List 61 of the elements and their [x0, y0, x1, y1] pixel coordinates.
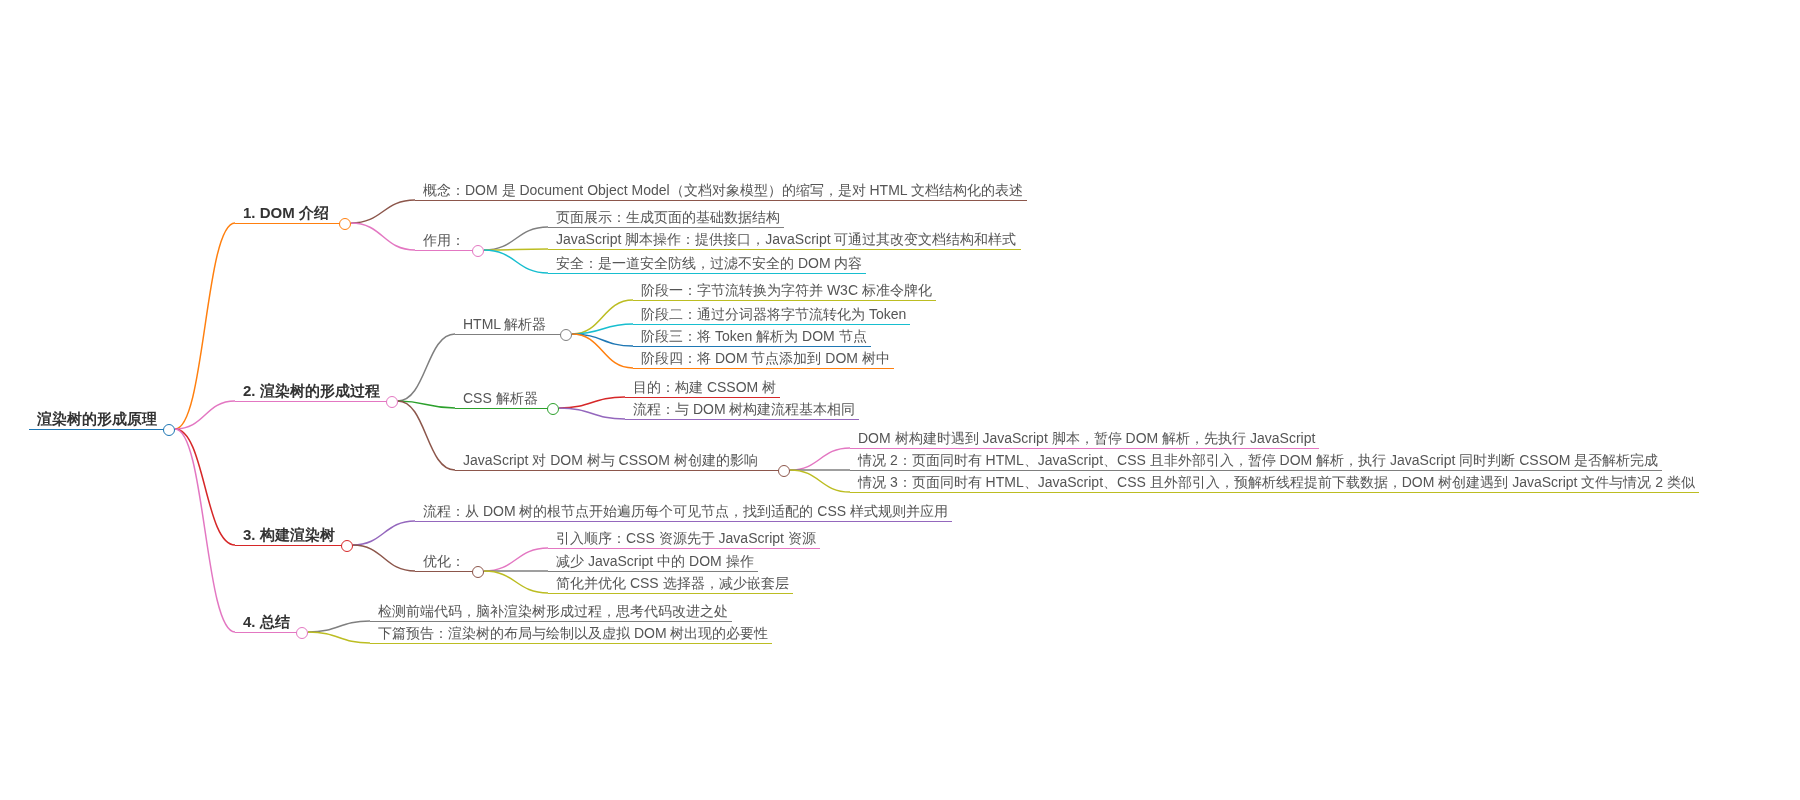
topic-text: 页面展示：生成页面的基础数据结构	[556, 209, 780, 225]
connector	[558, 407, 626, 420]
topic-branch	[633, 327, 871, 347]
connector	[396, 400, 456, 471]
topic-branch	[633, 349, 894, 369]
topic-text: 4. 总结	[243, 613, 290, 630]
topic-branch	[850, 473, 1699, 493]
topic-text: 流程：与 DOM 树构建流程基本相同	[633, 401, 856, 417]
topic-branch	[850, 429, 1320, 449]
topic-text: HTML 解析器	[463, 316, 547, 332]
topic-text: 渲染树的形成原理	[37, 410, 157, 427]
topic-branch	[548, 529, 820, 549]
connector	[483, 249, 549, 274]
connector	[174, 428, 236, 633]
topic-branch	[548, 254, 867, 274]
topic-text: 目的：构建 CSSOM 树	[633, 379, 777, 395]
topic-text: 简化并优化 CSS 选择器，减少嵌套层	[556, 575, 789, 591]
topic-branch	[548, 208, 784, 228]
topic-text: 阶段三：将 Token 解析为 DOM 节点	[641, 328, 867, 344]
topic-branch	[633, 305, 911, 325]
topic-text: DOM 树构建时遇到 JavaScript 脚本，暂停 DOM 解析，先执行 JavaScript	[858, 430, 1316, 446]
topic-text: 1. DOM 介绍	[243, 204, 329, 221]
topic-text: JavaScript 对 DOM 树与 CSSOM 树创建的影响	[463, 452, 758, 468]
topic-text: 情况 2：页面同时有 HTML、JavaScript、CSS 且非外部引入，暂停 DOM 解析，执行 JavaScript 同时判断 CSSOM 是否解析完成	[858, 452, 1659, 468]
topic-text: 检测前端代码，脑补渲染树形成过程，思考代码改进之处	[378, 603, 728, 619]
topic-text: 阶段四：将 DOM 节点添加到 DOM 树中	[641, 350, 890, 366]
topic-branch	[370, 602, 732, 622]
connector	[350, 222, 416, 251]
topic-text: 2. 渲染树的形成过程	[243, 382, 380, 399]
topic-branch	[625, 378, 781, 398]
topic-branch	[850, 451, 1663, 471]
connector	[483, 570, 549, 594]
topic-branch	[415, 181, 1027, 201]
topic-text: 阶段一：字节流转换为字符并 W3C 标准令牌化	[641, 282, 932, 298]
connector	[571, 333, 634, 369]
connector	[789, 469, 851, 493]
topic-text: 3. 构建渲染树	[243, 526, 335, 543]
topic-branch	[370, 624, 773, 644]
topic-text: 概念：DOM 是 Document Object Model（文档对象模型）的缩写，是对 HTML 文档结构化的表述	[423, 182, 1023, 198]
topic-text: 情况 3：页面同时有 HTML、JavaScript、CSS 且外部引入，预解析线程提前下载数据，DOM 树创建遇到 JavaScript 文件与情况 2 类似	[858, 474, 1695, 490]
connector	[174, 400, 236, 430]
topic-text: JavaScript 脚本操作：提供接口，JavaScript 可通过其改变文档结构和样式	[556, 231, 1017, 247]
topic-branch	[548, 230, 1021, 250]
topic-text: 阶段二：通过分词器将字节流转化为 Token	[641, 306, 907, 322]
connector	[351, 544, 416, 572]
connector	[174, 428, 236, 546]
topic-text: 作用：	[423, 232, 465, 248]
topic-branch	[415, 502, 952, 522]
topic-text: 流程：从 DOM 树的根节点开始遍历每个可见节点，找到适配的 CSS 样式规则并应用	[423, 503, 948, 519]
connector	[307, 631, 371, 644]
topic-text: 引入顺序：CSS 资源先于 JavaScript 资源	[556, 530, 816, 546]
topic-branch	[548, 574, 793, 594]
connector	[396, 400, 456, 409]
topic-text: 优化：	[423, 553, 465, 569]
topic-text: 下篇预告：渲染树的布局与绘制以及虚拟 DOM 树出现的必要性	[378, 625, 769, 641]
topic-branch	[548, 552, 758, 572]
topic-text: CSS 解析器	[463, 390, 538, 406]
topic-text: 安全：是一道安全防线，过滤不安全的 DOM 内容	[556, 255, 863, 271]
topic-branch	[625, 400, 860, 420]
topic-text: 减少 JavaScript 中的 DOM 操作	[556, 553, 754, 569]
topic-branch	[633, 281, 936, 301]
